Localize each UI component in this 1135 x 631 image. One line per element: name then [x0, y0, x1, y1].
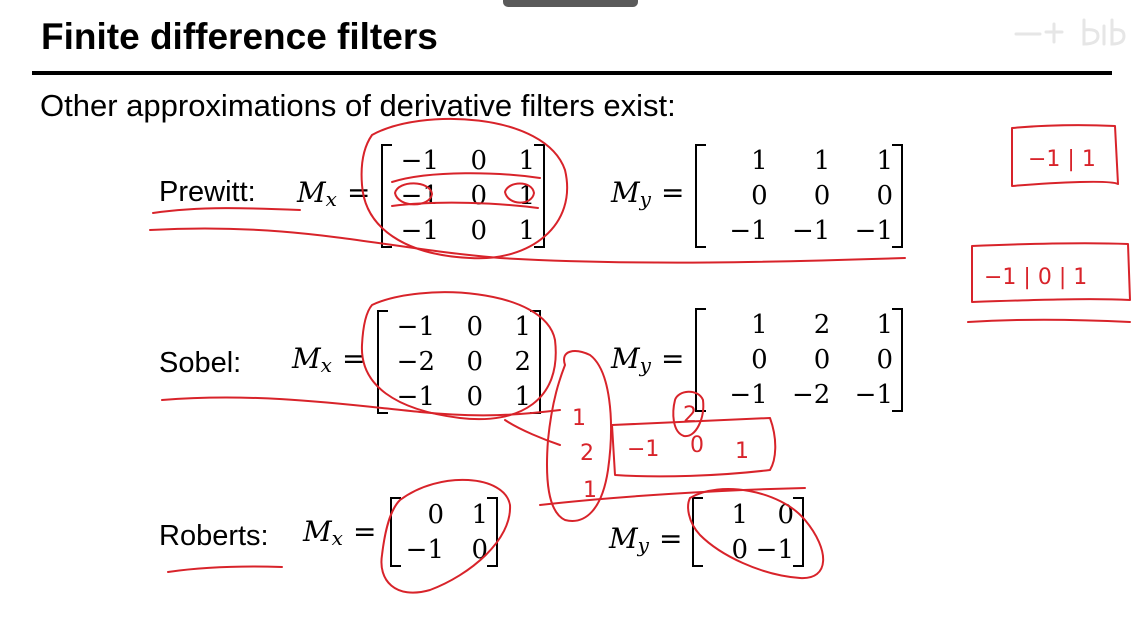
matrix-cell: 1: [518, 146, 535, 177]
kernel-sketch-box: [1011, 124, 1119, 187]
roberts-label: Roberts:: [159, 520, 269, 552]
sobel-col-1: 1: [572, 406, 586, 431]
matrix-right-bracket: [892, 308, 903, 412]
matrix-cell: −1: [792, 215, 831, 246]
matrix-cell: 1: [518, 215, 535, 246]
prewitt-mx-label: Mx=: [297, 176, 371, 211]
matrix-cell: 0: [470, 146, 487, 177]
kernel-sketch-box-3: [971, 242, 1131, 303]
matrix-cell: 0: [777, 499, 794, 530]
matrix-cell: 1: [876, 146, 893, 177]
matrix-cell: 2: [514, 346, 531, 377]
matrix-cell: −2: [396, 346, 435, 377]
matrix-cell: 0: [813, 180, 831, 211]
roberts-my-label: My=: [609, 522, 683, 557]
matrix-cell: −1: [400, 180, 439, 211]
matrix-cell: −2: [792, 379, 831, 410]
matrix-cell: 0: [466, 381, 483, 412]
bilibili-logo-icon: [1014, 18, 1126, 46]
matrix-cell: 2: [813, 310, 831, 341]
sobel-column-loop: [545, 350, 612, 522]
matrix-cell: −1: [400, 146, 439, 177]
matrix-cell: 0: [876, 344, 893, 375]
matrix-cell: 0: [731, 534, 748, 565]
matrix-cell: 0: [471, 534, 488, 565]
matrix-cell: 0: [876, 180, 893, 211]
sobel-col-3: 1: [583, 478, 597, 503]
sobel-mx-label: Mx=: [292, 342, 366, 377]
sobel-row-2: 0: [690, 433, 704, 458]
matrix-right-bracket: [530, 310, 541, 414]
matrix-cell: 0: [813, 344, 831, 375]
matrix-cell: −1: [729, 215, 768, 246]
slide-subtitle: Other approximations of derivative filte…: [40, 88, 676, 123]
matrix-cell: −1: [729, 379, 768, 410]
matrix-cell: 0: [466, 346, 483, 377]
prewitt-my-label: My=: [611, 176, 685, 211]
matrix-right-bracket: [487, 497, 498, 567]
matrix-cell: 0: [751, 344, 768, 375]
sobel-row-1: −1: [627, 437, 659, 462]
matrix-cell: 1: [751, 310, 768, 341]
slide-title: Finite difference filters: [41, 16, 438, 57]
title-divider: [32, 71, 1112, 75]
matrix-cell: 1: [514, 381, 531, 412]
matrix-cell: −1: [405, 534, 444, 565]
matrix-cell: 0: [751, 180, 768, 211]
matrix-cell: −1: [396, 312, 435, 343]
matrix-cell: 1: [518, 180, 535, 211]
sobel-connector: [504, 419, 561, 446]
matrix-cell: 1: [731, 499, 748, 530]
matrix-cell: −1: [854, 215, 893, 246]
matrix-right-bracket: [892, 144, 903, 248]
kernel-sketch-label: −1 | 1: [1028, 147, 1096, 172]
matrix-cell: 1: [876, 310, 893, 341]
sobel-col-2: 2: [580, 441, 594, 466]
matrix-right-bracket: [534, 144, 545, 248]
matrix-cell: 0: [427, 499, 444, 530]
sobel-row-box: [611, 417, 777, 478]
matrix-cell: −1: [854, 379, 893, 410]
matrix-cell: 1: [471, 499, 488, 530]
matrix-cell: −1: [400, 215, 439, 246]
matrix-cell: 0: [470, 180, 487, 211]
matrix-cell: −1: [755, 534, 794, 565]
prewitt-label: Prewitt:: [159, 176, 256, 208]
roberts-mx-label: Mx=: [303, 515, 377, 550]
matrix-cell: 1: [514, 312, 531, 343]
sobel-label: Sobel:: [159, 347, 242, 379]
matrix-cell: −1: [396, 381, 435, 412]
roberts-underline: [167, 565, 283, 573]
sobel-my-label: My=: [611, 342, 685, 377]
matrix-right-bracket: [793, 497, 804, 567]
kernel-sketch-underline: [967, 318, 1131, 323]
matrix-cell: 0: [470, 215, 487, 246]
matrix-cell: 0: [466, 312, 483, 343]
sobel-row-3: 1: [735, 439, 749, 464]
video-progress-pill: [503, 0, 638, 7]
matrix-cell: 1: [751, 146, 768, 177]
kernel-sketch-3-label: −1 | 0 | 1: [984, 265, 1087, 290]
matrix-cell: 1: [813, 146, 831, 177]
